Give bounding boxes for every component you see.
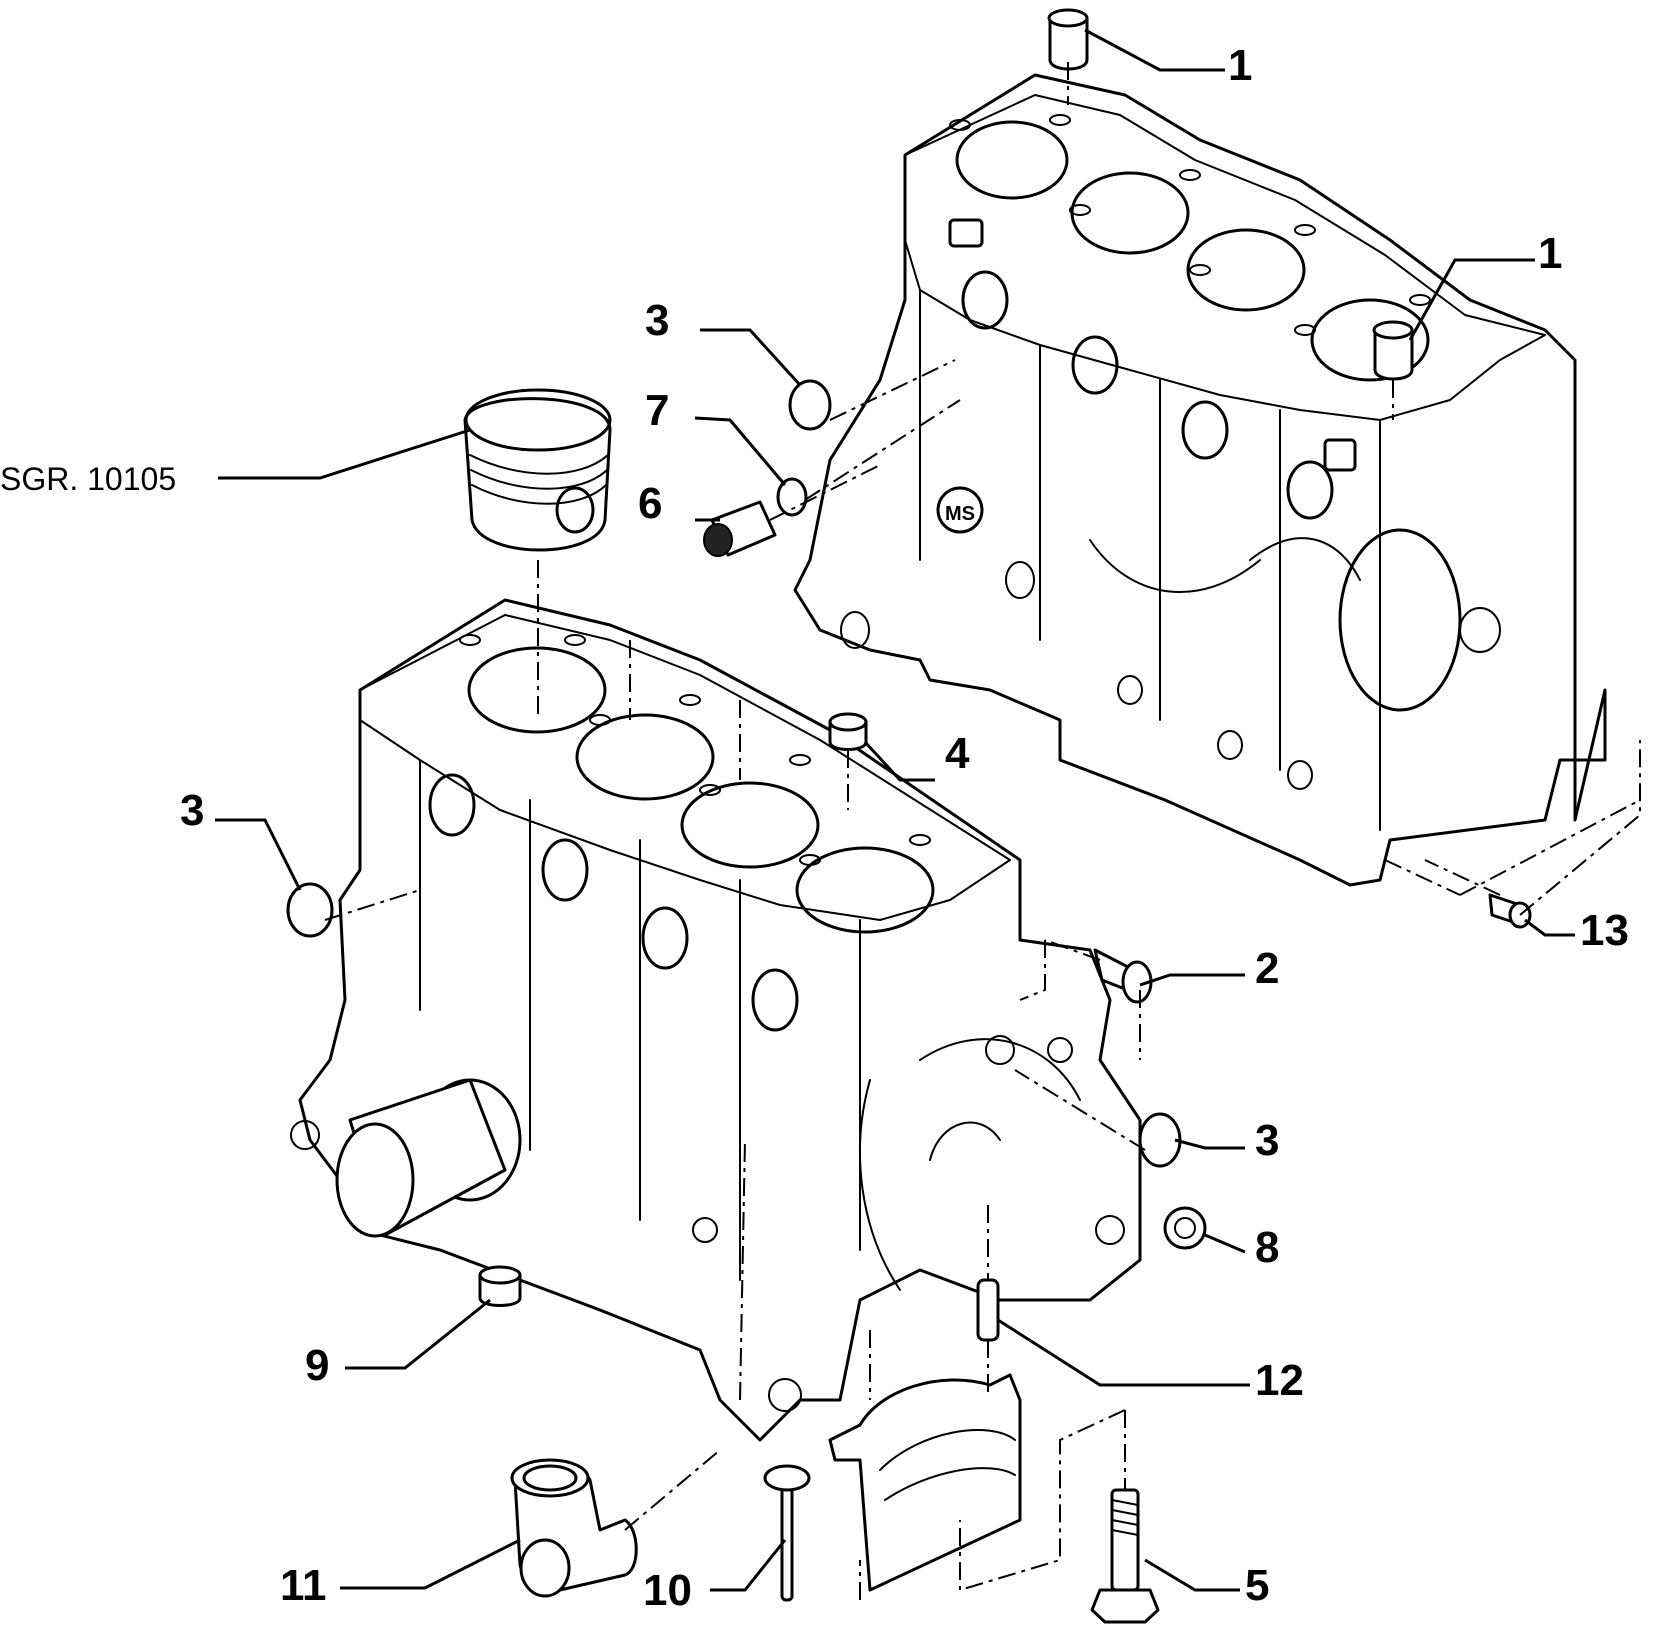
core-plug-right [1138,1112,1182,1168]
drain-plug [1163,1206,1207,1250]
reference-label-sgr: SGR. 10105 [0,461,176,497]
oil-jet-fitting [703,500,777,557]
core-plug-upper [788,379,832,431]
callout-1-right: 1 [1538,229,1562,278]
bearing-cap-bolt [1090,1488,1160,1624]
dowel-sleeve-right [1372,320,1414,381]
callout-1-top: 1 [1228,41,1252,90]
callout-11: 11 [280,1561,327,1610]
assembly-center-lines [324,62,1641,1600]
callout-12: 12 [1255,1356,1304,1405]
engine-block-front-view [290,598,1142,1442]
callout-9: 9 [305,1341,329,1390]
callout-7: 7 [645,386,669,435]
engine-block-rear-view: MS [793,73,1607,887]
main-bearing-cap [828,1373,1022,1592]
callout-2: 2 [1255,944,1279,993]
callout-8: 8 [1255,1223,1279,1272]
bushing [1093,948,1153,1004]
coolant-outlet-tee [510,1458,638,1598]
dowel-pin [976,1278,1000,1342]
seal-ring [776,477,808,517]
core-plug-left [286,882,334,938]
cup-plug [828,712,868,751]
callout-13: 13 [1580,906,1629,955]
callout-3-left: 3 [180,786,204,835]
callout-3-right: 3 [1255,1116,1279,1165]
dipstick-tube [763,1464,811,1602]
callout-10: 10 [643,1566,692,1615]
piston [463,388,612,552]
svg-text:MS: MS [945,503,975,525]
dowel-sleeve-top [1047,8,1089,71]
callout-4: 4 [945,729,970,778]
callout-3-upper: 3 [645,296,669,345]
callout-5: 5 [1245,1561,1269,1610]
callout-6: 6 [638,479,662,528]
threaded-plug [478,1265,522,1307]
callout-leaders [215,28,1575,1592]
callout-labels: SGR. 10105 1 1 3 7 6 3 4 2 3 8 9 12 13 1… [0,41,1629,1615]
